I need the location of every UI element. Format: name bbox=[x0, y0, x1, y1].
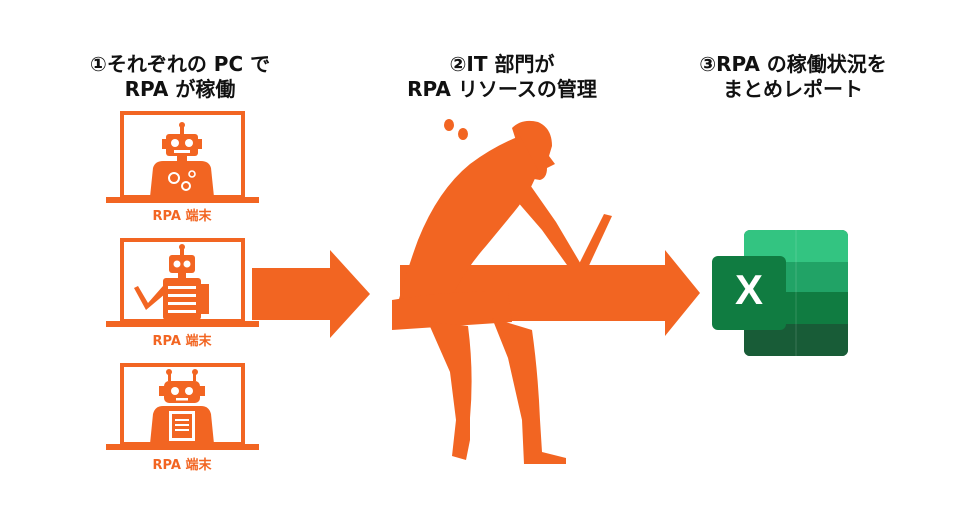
step-2-line-2: RPA リソースの管理 bbox=[407, 77, 597, 101]
excel-letter: X bbox=[735, 266, 763, 313]
sweat-drop-icon bbox=[458, 128, 468, 140]
step-3-line-1: ③RPA の稼働状況を bbox=[699, 52, 887, 76]
step-3-title: ③RPA の稼働状況を まとめレポート bbox=[668, 52, 918, 102]
step-2-title: ②IT 部門が RPA リソースの管理 bbox=[372, 52, 632, 102]
rpa-terminal-1 bbox=[106, 111, 259, 203]
robot-waving-icon bbox=[134, 244, 209, 320]
step-3-line-2: まとめレポート bbox=[723, 77, 863, 101]
rpa-terminal-3 bbox=[106, 363, 259, 450]
it-worker-figure bbox=[392, 119, 700, 464]
step-1-line-2: RPA が稼働 bbox=[124, 77, 236, 101]
worker-seat bbox=[392, 291, 512, 330]
rpa-terminal-2-label: RPA 端末 bbox=[152, 334, 212, 349]
flow-arrow-1 bbox=[252, 250, 370, 338]
step-1-line-1: ①それぞれの PC で bbox=[89, 52, 271, 76]
rpa-terminal-3-label: RPA 端末 bbox=[152, 458, 212, 473]
excel-logo-icon: X bbox=[712, 230, 848, 356]
worker-arm bbox=[516, 182, 582, 272]
laptop-base bbox=[106, 444, 259, 450]
rpa-terminal-2 bbox=[106, 238, 259, 327]
worker-leg-front bbox=[492, 318, 566, 464]
robot-clipboard-icon bbox=[150, 369, 214, 444]
worker-head bbox=[512, 120, 555, 180]
worker-leg-back bbox=[428, 322, 472, 460]
rpa-terminal-1-label: RPA 端末 bbox=[152, 209, 212, 224]
robot-gear-icon bbox=[150, 122, 214, 197]
laptop-base bbox=[106, 197, 259, 203]
laptop-base bbox=[106, 321, 259, 327]
sweat-drop-icon bbox=[444, 119, 454, 131]
step-1-title: ①それぞれの PC で RPA が稼働 bbox=[60, 52, 300, 102]
laptop-icon bbox=[576, 214, 612, 272]
step-2-line-1: ②IT 部門が bbox=[449, 52, 555, 76]
worker-body bbox=[394, 136, 538, 324]
